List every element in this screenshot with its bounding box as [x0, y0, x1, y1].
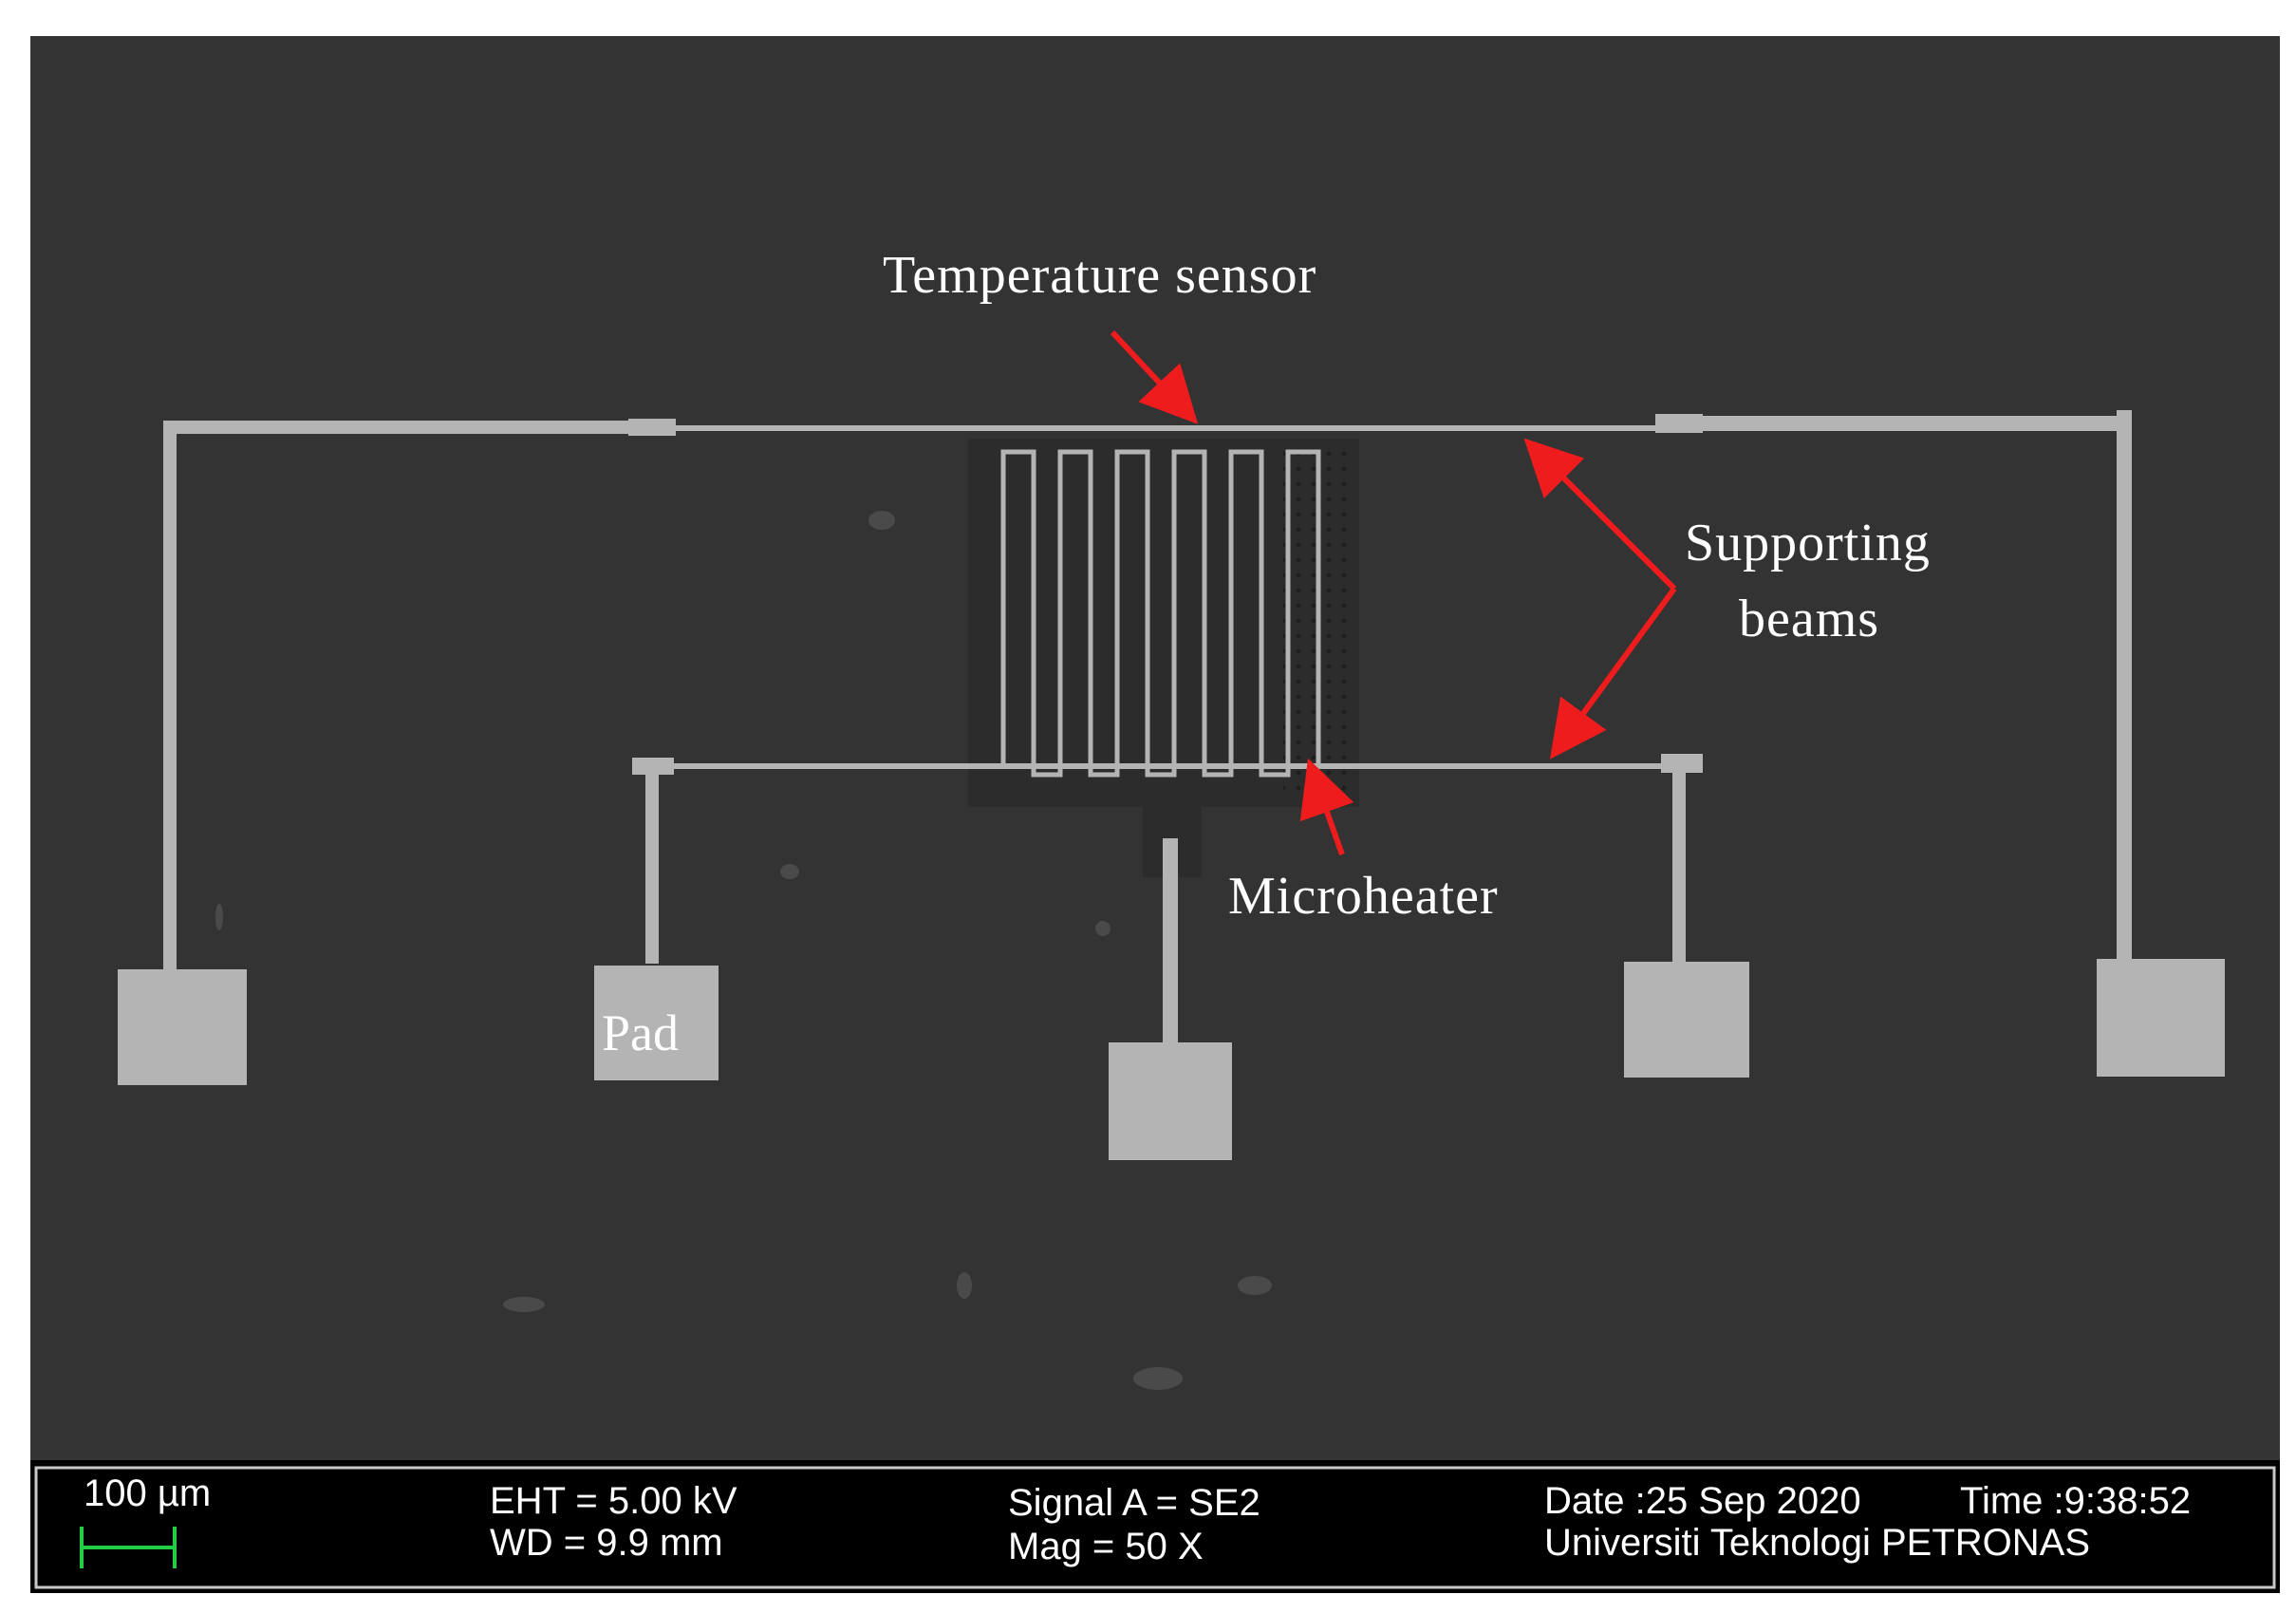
institution-label: Universiti Teknologi PETRONAS [1544, 1522, 2090, 1564]
label-pad: Pad [602, 1004, 679, 1061]
arrow-beam-bottom [1549, 587, 1677, 760]
label-microheater: Microheater [1228, 867, 1499, 926]
pad-3 [1109, 1042, 1232, 1160]
sem-image: Temperature sensor Supporting beams Micr… [30, 246, 2280, 1593]
annotation-arrows [1110, 329, 1677, 856]
label-supporting-beams-line1: Supporting [1685, 514, 1931, 572]
sem-info-bar: 100 µm EHT = 5.00 kV WD = 9.9 mm Signal … [30, 1460, 2280, 1593]
date-readout: Date :25 Sep 2020 [1544, 1480, 1861, 1522]
pad-4 [1624, 962, 1749, 1078]
signal-readout: Signal A = SE2 [1008, 1482, 1260, 1524]
mag-readout: Mag = 50 X [1008, 1526, 1204, 1567]
microheater-meander [1000, 449, 1321, 778]
bond-pads [118, 959, 2225, 1160]
scale-bar [80, 1527, 177, 1568]
microheater-beam [632, 754, 1703, 964]
eht-readout: EHT = 5.00 kV [490, 1480, 737, 1522]
time-readout: Time :9:38:52 [1960, 1480, 2191, 1522]
temperature-sensor-beam [163, 410, 2132, 971]
wd-readout: WD = 9.9 mm [490, 1522, 723, 1564]
debris-particles [215, 511, 1272, 1390]
arrow-microheater [1299, 758, 1354, 856]
pad-2 [594, 966, 719, 1080]
pad-5 [2097, 959, 2225, 1077]
label-supporting-beams-line2: beams [1739, 590, 1879, 648]
arrow-temperature-sensor [1110, 329, 1199, 424]
arrow-beam-top [1523, 438, 1677, 591]
sem-micrograph: Temperature sensor Supporting beams Micr… [30, 36, 2280, 1593]
pad-1 [118, 969, 247, 1085]
label-temperature-sensor: Temperature sensor [883, 246, 1316, 305]
center-lead [1163, 838, 1178, 1052]
scale-label: 100 µm [84, 1472, 211, 1514]
